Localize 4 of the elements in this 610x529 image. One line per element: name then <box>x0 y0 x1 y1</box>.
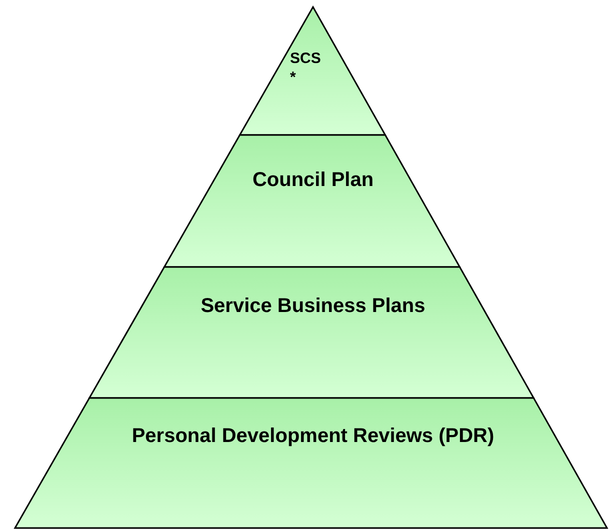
tier-label: SCS * <box>290 50 322 88</box>
tier-label: Personal Development Reviews (PDR) <box>130 424 496 449</box>
tier-label: Service Business Plans <box>200 294 426 319</box>
tier-label: Council Plan <box>251 168 375 193</box>
